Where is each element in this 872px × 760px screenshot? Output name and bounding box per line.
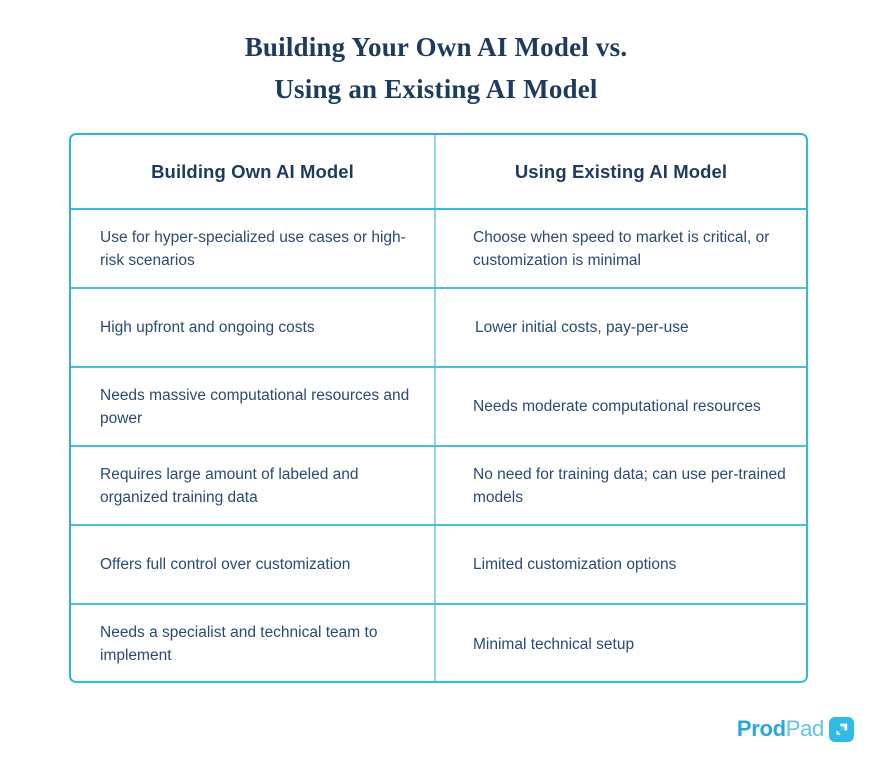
prodpad-logo: Prod Pad: [737, 714, 854, 744]
column-header-label: Using Existing AI Model: [514, 160, 728, 182]
column-header-label: Building Own AI Model: [151, 160, 354, 182]
table-row: Offers full control over customization L…: [71, 525, 806, 605]
cell-text: No need for training data; can use per-t…: [473, 465, 786, 506]
cell-building-own: Needs massive computational resources an…: [71, 367, 436, 447]
cell-text: Lower initial costs, pay-per-use: [475, 319, 689, 336]
table-row: Requires large amount of labeled and org…: [71, 446, 806, 526]
column-header-building-own: Building Own AI Model: [71, 135, 436, 210]
arrow-up-right-icon: [829, 716, 854, 742]
cell-using-existing: Choose when speed to market is critical,…: [435, 209, 806, 289]
cell-text: Requires large amount of labeled and org…: [100, 465, 359, 506]
cell-text: Use for hyper-specialized use cases or h…: [100, 228, 406, 269]
cell-building-own: Offers full control over customization: [71, 525, 436, 605]
comparison-table: Building Own AI Model Using Existing AI …: [71, 135, 806, 681]
cell-using-existing: No need for training data; can use per-t…: [435, 446, 806, 526]
cell-text: Needs moderate computational resources: [473, 398, 761, 415]
cell-building-own: Requires large amount of labeled and org…: [71, 446, 436, 526]
page-title-line-2: Using an Existing AI Model: [274, 74, 598, 104]
table-row: Needs massive computational resources an…: [71, 367, 806, 447]
cell-using-existing: Minimal technical setup: [435, 604, 806, 681]
cell-text: Needs massive computational resources an…: [100, 386, 410, 427]
cell-text: Minimal technical setup: [473, 635, 635, 653]
cell-text: Offers full control over customization: [100, 556, 351, 573]
cell-building-own: Use for hyper-specialized use cases or h…: [71, 209, 436, 289]
cell-text: Choose when speed to market is critical,…: [473, 228, 770, 269]
cell-using-existing: Needs moderate computational resources: [435, 367, 806, 447]
table-row: High upfront and ongoing costs Lower ini…: [71, 288, 806, 368]
cell-using-existing: Lower initial costs, pay-per-use: [435, 288, 806, 368]
table-row: Needs a specialist and technical team to…: [71, 604, 806, 681]
cell-building-own: High upfront and ongoing costs: [71, 288, 436, 368]
table-header-row: Building Own AI Model Using Existing AI …: [71, 135, 806, 210]
comparison-table-container: Building Own AI Model Using Existing AI …: [69, 133, 808, 683]
cell-building-own: Needs a specialist and technical team to…: [71, 604, 436, 681]
table-header: Building Own AI Model Using Existing AI …: [71, 135, 806, 210]
page-title-line-1: Building Your Own AI Model vs.: [244, 32, 628, 62]
cell-text: High upfront and ongoing costs: [100, 319, 315, 336]
table-body: Use for hyper-specialized use cases or h…: [71, 209, 806, 681]
page-title: Building Your Own AI Model vs. Using an …: [0, 26, 872, 110]
table-row: Use for hyper-specialized use cases or h…: [71, 209, 806, 289]
cell-text: Limited customization options: [473, 556, 677, 573]
column-header-using-existing: Using Existing AI Model: [435, 135, 806, 210]
logo-word-secondary: Pad: [785, 716, 825, 741]
cell-text: Needs a specialist and technical team to…: [100, 624, 378, 664]
cell-using-existing: Limited customization options: [435, 525, 806, 605]
logo-word-primary: Prod: [736, 716, 786, 741]
